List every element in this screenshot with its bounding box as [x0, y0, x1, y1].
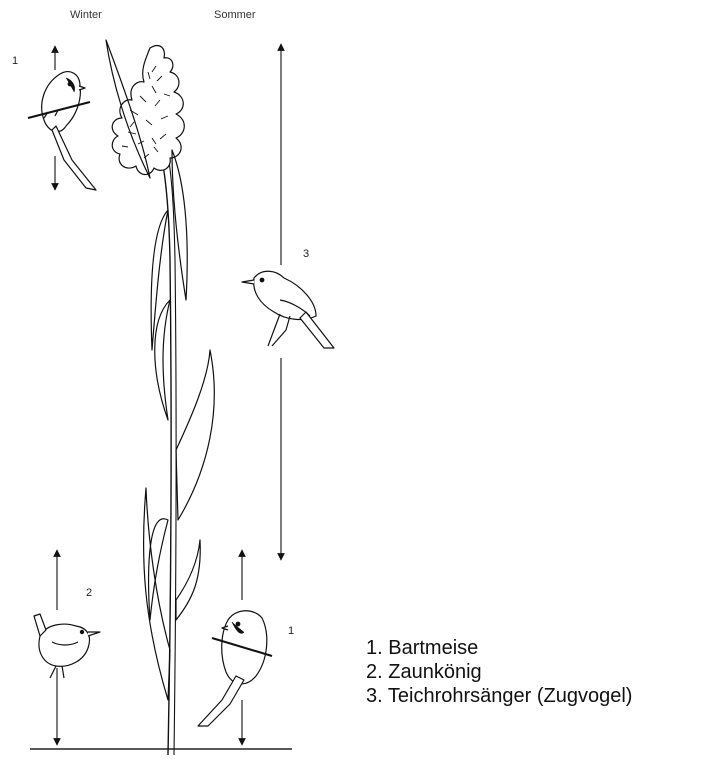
reed-leaf: [144, 488, 170, 700]
legend-item-teichrohrsaenger: 3. Teichrohrsänger (Zugvogel): [366, 684, 632, 708]
bird-reed-warbler-icon: [242, 271, 334, 348]
reed-leaf: [176, 350, 214, 520]
marker-bird-middle: 3: [303, 248, 309, 260]
bird-wren-icon: [34, 614, 100, 678]
reed-leaf: [149, 519, 168, 620]
summer-label: Sommer: [214, 9, 256, 21]
legend: 1. Bartmeise 2. Zaunkönig 3. Teichrohrsä…: [366, 636, 632, 708]
marker-bird-bottom-right: 1: [288, 625, 294, 637]
marker-bird-bottom-left: 2: [86, 587, 92, 599]
legend-item-zaunkoenig: 2. Zaunkönig: [366, 660, 632, 684]
bird-bearded-tit-top-icon: [28, 72, 96, 190]
legend-item-bartmeise: 1. Bartmeise: [366, 636, 632, 660]
reed-plant: [106, 40, 214, 755]
reed-leaf: [176, 540, 200, 620]
bird-bearded-tit-bottom-icon: [198, 611, 272, 726]
winter-label: Winter: [70, 9, 102, 21]
marker-bird-top-left: 1: [12, 55, 18, 67]
reed-leaf: [155, 300, 170, 420]
